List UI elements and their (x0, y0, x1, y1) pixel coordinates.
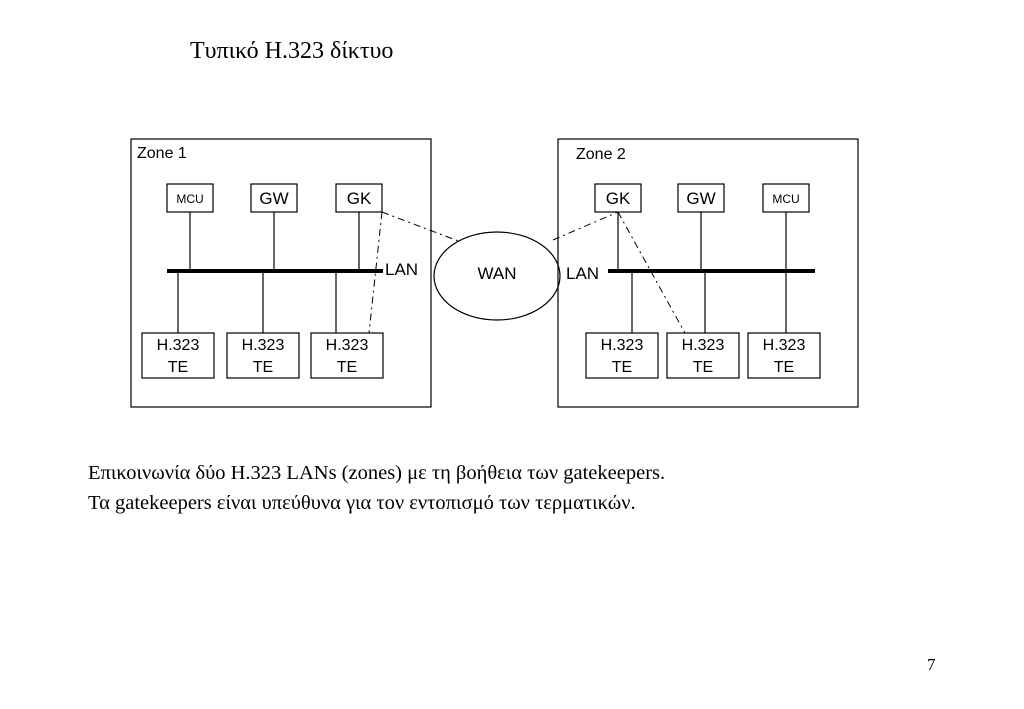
zone-1-terminal-1-line2: TE (168, 359, 188, 376)
zone-2-terminal-3-line2: TE (774, 359, 794, 376)
zone-1-terminal-3-line2: TE (337, 359, 357, 376)
zone-2-mcu-label: MCU (772, 192, 799, 206)
zone-1-gk-box (335, 183, 383, 213)
wan-label: WAN (477, 264, 516, 283)
zone-1-gk-signaling-line (368, 211, 383, 334)
zone-2-gk-signaling-line (617, 211, 686, 334)
zone-1-terminal-1-box (141, 332, 215, 379)
page-number: 7 (927, 655, 936, 674)
zone-2-mcu-box (762, 183, 810, 213)
zone-1-gk-label: GK (347, 189, 372, 208)
page-title: Τυπικό H.323 δίκτυο (190, 38, 394, 64)
zone-1: Zone 1 MCU GW GK LAN H.323 TE H.323 TE H… (130, 138, 462, 408)
caption-line-1: Επικοινωνία δύο H.323 LANs (zones) με τη… (88, 462, 666, 484)
wan: WAN (433, 231, 561, 321)
zone-1-gk-wan-signaling-line (381, 211, 462, 243)
zone-1-boundary (130, 138, 432, 408)
zone-2-terminal-3-box (747, 332, 821, 379)
zone-2-terminal-2-box (666, 332, 740, 379)
zone-2: Zone 2 GK GW MCU LAN H.323 TE H.323 TE H… (552, 138, 859, 408)
zone-1-terminal-2-line2: TE (253, 359, 273, 376)
zone-2-lan-label: LAN (566, 264, 599, 283)
zone-2-gw-label: GW (686, 189, 715, 208)
zone-2-gk-label: GK (606, 189, 631, 208)
caption: Επικοινωνία δύο H.323 LANs (zones) με τη… (88, 458, 665, 518)
zone-2-terminal-2-line1: H.323 (682, 337, 725, 354)
zone-1-terminal-2-line1: H.323 (242, 337, 285, 354)
caption-line-2: Τα gatekeepers είναι υπεύθυνα για τον εν… (88, 492, 636, 514)
zone-2-gk-box (594, 183, 642, 213)
zone-2-terminal-1-line2: TE (612, 359, 632, 376)
zone-2-boundary (557, 138, 859, 408)
zone-2-label: Zone 2 (576, 146, 626, 163)
zone-2-terminal-1-box (585, 332, 659, 379)
zone-1-label: Zone 1 (137, 145, 187, 162)
zone-1-terminal-1-line1: H.323 (157, 337, 200, 354)
zone-1-mcu-label: MCU (176, 192, 203, 206)
zone-1-lan-label: LAN (385, 260, 418, 279)
zone-1-terminal-3-box (310, 332, 384, 379)
zone-1-terminal-3-line1: H.323 (326, 337, 369, 354)
zone-2-terminal-3-line1: H.323 (763, 337, 806, 354)
zone-1-gw-label: GW (259, 189, 288, 208)
zone-2-terminal-1-line1: H.323 (601, 337, 644, 354)
zone-2-gk-wan-signaling-line (552, 211, 619, 241)
zone-1-terminal-2-box (226, 332, 300, 379)
zone-2-terminal-2-line2: TE (693, 359, 713, 376)
wan-cloud (433, 231, 561, 321)
